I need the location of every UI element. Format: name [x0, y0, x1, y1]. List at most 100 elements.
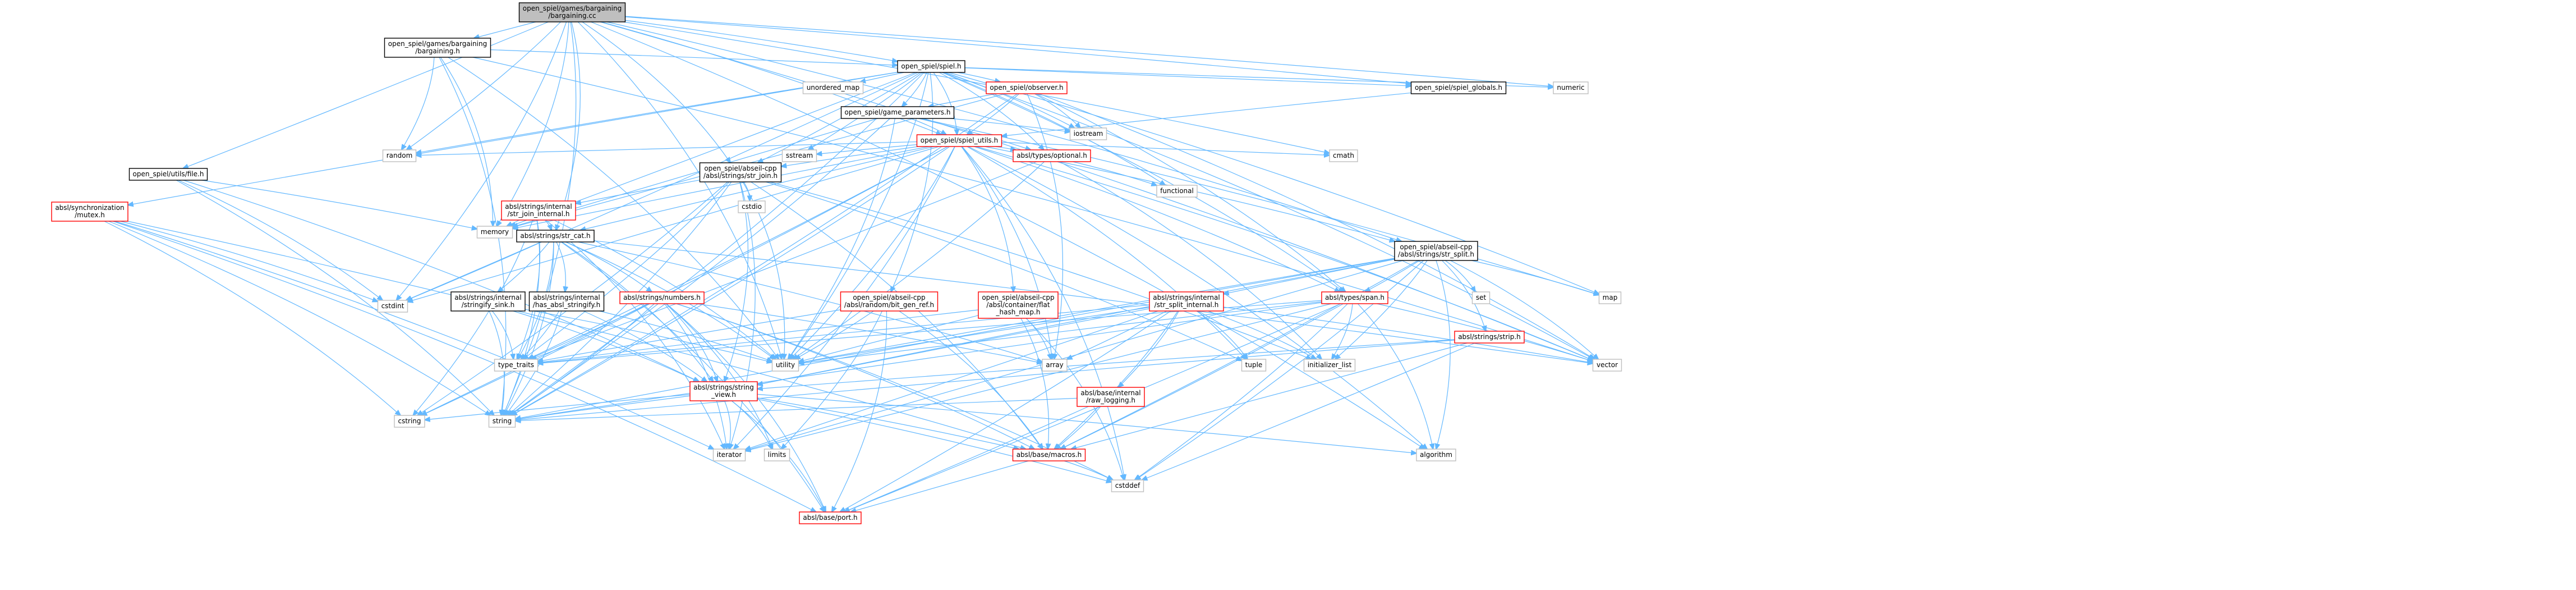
node-label-line: numeric	[1557, 84, 1584, 92]
node-box	[840, 291, 939, 312]
node-label-line: functional	[1160, 187, 1194, 195]
node-label-line: /bargaining.cc	[548, 12, 596, 20]
node-strip-h[interactable]: absl/strings/strip.h	[1454, 331, 1525, 344]
node-spiel-h[interactable]: open_spiel/spiel.h	[897, 60, 965, 73]
node-label-line: _view.h	[711, 391, 736, 399]
node-root[interactable]: open_spiel/games/bargaining/bargaining.c…	[518, 2, 626, 22]
node-label: cstddef	[1115, 482, 1140, 490]
edge-has-absl-stringify-h-to-type-traits	[521, 310, 560, 359]
node-label-line: absl/base/port.h	[803, 514, 857, 522]
node-box	[840, 106, 955, 119]
node-spiel-utils-h[interactable]: open_spiel/spiel_utils.h	[916, 134, 1002, 147]
edge-spiel-h-to-bit-gen-ref-h	[891, 72, 933, 292]
edge-str-cat-h-to-stringify-sink-h	[498, 241, 550, 292]
node-box	[382, 149, 417, 162]
node-span-h[interactable]: absl/types/span.h	[1321, 291, 1388, 304]
edge-macros-h-to-port-h	[851, 460, 1029, 512]
node-box	[1454, 331, 1525, 344]
node-label-line: absl/types/optional.h	[1016, 152, 1087, 159]
node-label: cstdio	[742, 203, 762, 211]
edge-root-to-utility	[577, 21, 781, 359]
node-numeric: numeric	[1553, 81, 1589, 94]
edge-macros-h-to-cstddef	[1064, 460, 1113, 480]
node-label: absl/strings/internal/str_join_internal.…	[505, 203, 572, 218]
node-label: initializer_list	[1308, 361, 1352, 369]
node-label-line: absl/strings/numbers.h	[623, 294, 701, 301]
edge-str-split-h-to-str-split-internal-h	[1223, 259, 1395, 294]
node-label-line: absl/strings/internal	[1153, 294, 1220, 301]
edge-str-cat-h-to-numbers-h	[565, 241, 652, 292]
edge-file-h-to-cstdint	[178, 180, 383, 300]
node-string-view-h[interactable]: absl/strings/string_view.h	[689, 381, 758, 401]
node-port-h[interactable]: absl/base/port.h	[799, 511, 862, 524]
edge-spiel-h-to-span-h	[942, 72, 1344, 292]
node-box	[1156, 185, 1198, 198]
node-cstdio: cstdio	[738, 200, 766, 213]
edge-strip-h-to-string	[516, 340, 1455, 420]
node-optional-h[interactable]: absl/types/optional.h	[1013, 149, 1091, 162]
node-spiel-globals-h[interactable]: open_spiel/spiel_globals.h	[1410, 81, 1507, 94]
node-label-line: open_spiel/abseil-cpp	[1400, 243, 1472, 251]
edge-optional-h-to-type-traits	[531, 161, 1037, 359]
edge-numbers-h-to-cstring	[421, 303, 650, 415]
edge-game-parameters-h-to-string	[509, 118, 890, 415]
node-box	[488, 415, 516, 428]
edge-root-to-str-join-h	[582, 21, 730, 163]
node-str-join-internal-h[interactable]: absl/strings/internal/str_join_internal.…	[501, 200, 576, 221]
edge-str-split-internal-h-to-string-view-h	[757, 308, 1150, 385]
node-has-absl-stringify-h[interactable]: absl/strings/internal/has_absl_stringify…	[528, 291, 605, 312]
node-box	[1416, 449, 1456, 461]
edge-bargaining-h-to-random	[402, 57, 435, 150]
node-label-line: absl/strings/internal	[533, 294, 600, 301]
node-label-line: open_spiel/game_parameters.h	[845, 108, 951, 116]
node-str-cat-h[interactable]: absl/strings/str_cat.h	[516, 230, 595, 243]
node-label-line: /mutex.h	[75, 211, 105, 219]
edge-spiel-h-to-unordered-map	[860, 72, 904, 82]
node-bit-gen-ref-h[interactable]: open_spiel/abseil-cpp/absl/random/bit_ge…	[840, 291, 939, 312]
node-label: open_spiel/abseil-cpp/absl/strings/str_s…	[1398, 243, 1474, 258]
node-label-line: open_spiel/abseil-cpp	[853, 294, 925, 301]
node-file-h[interactable]: open_spiel/utils/file.h	[128, 168, 208, 181]
node-mutex-h[interactable]: absl/synchronization/mutex.h	[51, 202, 128, 222]
node-observer-h[interactable]: open_spiel/observer.h	[986, 81, 1068, 94]
node-label-line: cstring	[398, 417, 421, 425]
node-box	[1598, 291, 1622, 304]
node-label: open_spiel/games/bargaining/bargaining.h	[388, 40, 487, 55]
node-raw-logging-h[interactable]: absl/base/internal/raw_logging.h	[1077, 387, 1145, 407]
node-label-line: string	[493, 417, 512, 425]
edge-str-split-h-to-initializer-list	[1335, 260, 1428, 359]
edge-str-cat-h-to-string	[504, 241, 554, 415]
node-box	[986, 81, 1068, 94]
node-set: set	[1471, 291, 1491, 304]
node-label: open_spiel/utils/file.h	[133, 170, 204, 178]
node-str-join-h[interactable]: open_spiel/abseil-cpp/absl/strings/str_j…	[699, 162, 782, 182]
node-box	[1241, 359, 1267, 372]
node-macros-h[interactable]: absl/base/macros.h	[1012, 449, 1086, 461]
edge-bit-gen-ref-h-to-port-h	[832, 310, 887, 512]
edge-bit-gen-ref-h-to-type-traits	[538, 309, 841, 362]
edge-game-parameters-h-to-spiel-utils-h	[910, 118, 946, 135]
node-flat-hash-map-h[interactable]: open_spiel/abseil-cpp/absl/container/fla…	[978, 291, 1059, 319]
node-bargaining-h[interactable]: open_spiel/games/bargaining/bargaining.h	[384, 38, 491, 58]
node-box	[1111, 479, 1144, 492]
node-label: cstring	[398, 417, 421, 425]
edge-str-cat-h-to-has-absl-stringify-h	[556, 241, 566, 292]
node-label: open_spiel/abseil-cpp/absl/strings/str_j…	[703, 164, 778, 180]
node-game-parameters-h[interactable]: open_spiel/game_parameters.h	[840, 106, 955, 119]
edge-span-h-to-macros-h	[1060, 303, 1344, 449]
edge-str-split-internal-h-to-iterator	[746, 310, 1158, 450]
node-stringify-sink-h[interactable]: absl/strings/internal/stringify_sink.h	[450, 291, 526, 312]
node-label-line: iostream	[1074, 130, 1103, 138]
edge-str-join-h-to-initializer-list	[769, 181, 1312, 359]
edge-numbers-h-to-port-h	[666, 303, 826, 512]
edge-str-join-h-to-type-traits	[523, 181, 730, 359]
node-label: vector	[1597, 361, 1618, 369]
edge-observer-h-to-array	[1027, 93, 1064, 359]
edge-str-join-internal-h-to-cstring	[413, 219, 533, 415]
node-str-split-internal-h[interactable]: absl/strings/internal/str_split_internal…	[1149, 291, 1224, 312]
node-label: absl/strings/str_cat.h	[520, 232, 590, 240]
edge-spiel-utils-h-to-sstream	[817, 144, 917, 154]
node-label: type_traits	[498, 361, 534, 369]
node-numbers-h[interactable]: absl/strings/numbers.h	[619, 291, 705, 304]
node-str-split-h[interactable]: open_spiel/abseil-cpp/absl/strings/str_s…	[1394, 241, 1478, 261]
